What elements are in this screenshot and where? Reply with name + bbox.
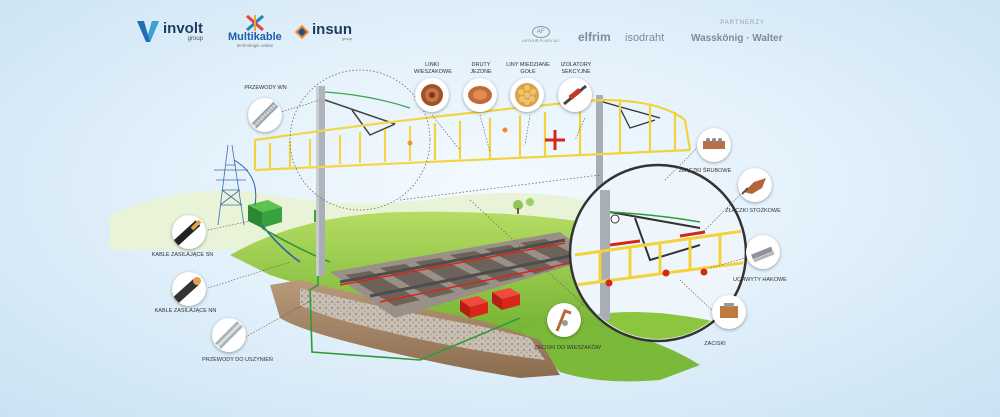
insulator-icon bbox=[563, 84, 587, 106]
label-izolatory: IZOLATORY SEKCYJNE bbox=[560, 62, 592, 75]
insun-name: insun bbox=[312, 21, 352, 38]
clamps-thumb[interactable] bbox=[712, 295, 746, 329]
multikable-sub: technologie online bbox=[236, 43, 274, 48]
rail-right-cable bbox=[379, 257, 596, 303]
rail-left bbox=[339, 238, 566, 284]
bolted-connector-icon bbox=[703, 138, 725, 149]
catenary-system bbox=[253, 98, 692, 172]
label-kable-nn: KABLE ZASILAJĄCE NN bbox=[154, 308, 217, 314]
conical-connectors-thumb[interactable] bbox=[738, 168, 772, 202]
insun-mark-icon bbox=[295, 24, 309, 39]
electricity-pylon bbox=[214, 144, 248, 226]
partners-label: PARTNERZY bbox=[720, 20, 765, 26]
mast-right bbox=[596, 95, 603, 230]
section-insulator-marker bbox=[545, 130, 565, 150]
contact-wires-thumb[interactable] bbox=[463, 78, 497, 112]
rail-right bbox=[369, 250, 591, 298]
involt-sub: group bbox=[187, 35, 203, 42]
arthur-flury-icon: AF bbox=[531, 26, 550, 38]
hanger-clamps-thumb[interactable] bbox=[547, 303, 581, 337]
hv-line bbox=[233, 159, 257, 206]
label-uchwyty: UCHWYTY HAKOWE bbox=[733, 277, 787, 283]
label-zaciski-wieszakow: ZACISKI DO WIESZAKÓW bbox=[534, 345, 601, 351]
tree bbox=[513, 200, 523, 210]
mv-cables-thumb[interactable] bbox=[172, 215, 206, 249]
lv-cables-thumb[interactable] bbox=[172, 272, 206, 306]
label-druty-jezdne: DRUTY JEZDNE bbox=[470, 62, 492, 75]
bolted-connectors-thumb[interactable] bbox=[697, 128, 731, 162]
involt-name: involt bbox=[163, 19, 203, 37]
multikable-name: Multikable bbox=[228, 31, 282, 43]
copper-strand-icon bbox=[515, 83, 539, 107]
earthing-wire-icon bbox=[215, 321, 243, 349]
insun-logo[interactable]: insun group bbox=[295, 22, 352, 41]
label-liny-miedziane: LINY MIEDZIANE GOŁE bbox=[506, 62, 550, 75]
involt-logo[interactable]: involt group bbox=[135, 18, 203, 44]
lv-cable-icon bbox=[173, 277, 201, 303]
multikable-mark-icon bbox=[245, 14, 264, 32]
hook-holder-icon bbox=[751, 246, 775, 263]
rail-left-cable bbox=[339, 242, 566, 286]
partner-wasskonig-walter[interactable]: Wasskönig · Walter bbox=[691, 33, 783, 44]
hv-conductor-thumb[interactable] bbox=[248, 98, 282, 132]
label-linki-wieszakowe: LINKI WIESZAKOWE bbox=[414, 62, 452, 75]
section-insulators-thumb[interactable] bbox=[558, 78, 592, 112]
label-zlaczki-stozkowe: ZŁĄCZKI STOŻKOWE bbox=[725, 208, 781, 214]
grass-foreground bbox=[520, 322, 700, 382]
label-przewody-uszynien: PRZEWODY DO USZYNIEŃ bbox=[202, 357, 273, 363]
label-kable-sn: KABLE ZASILAJĄCE SN bbox=[151, 252, 214, 258]
insun-sub: group bbox=[341, 36, 352, 41]
hanger-clamp-icon bbox=[555, 309, 572, 332]
multikable-logo[interactable]: Multikable technologie online bbox=[228, 14, 282, 48]
mv-cable-icon bbox=[173, 219, 202, 246]
copper-coil-icon bbox=[421, 84, 443, 106]
clamp-icon bbox=[720, 303, 738, 318]
zoom-circle-outline bbox=[289, 69, 431, 211]
gravel-ballast bbox=[300, 288, 545, 360]
red-connection-boxes bbox=[460, 288, 520, 318]
zoom-detail bbox=[568, 163, 748, 343]
hv-conductor-icon bbox=[251, 101, 279, 129]
label-zaciski: ZACISKI bbox=[704, 341, 726, 347]
label-zlaczki-srubowe: ZŁĄCZKI ŚRUBOWE bbox=[678, 168, 732, 174]
mast-left bbox=[316, 86, 325, 276]
partner-arthur-flury[interactable]: AF ARTHUR FLURY AG bbox=[522, 26, 559, 43]
hook-holders-thumb[interactable] bbox=[746, 235, 780, 269]
hanger-wires-thumb[interactable] bbox=[415, 78, 449, 112]
partner-elfrim[interactable]: elfrim bbox=[578, 30, 611, 44]
earthing-conductor-thumb[interactable] bbox=[212, 318, 246, 352]
partner-isodraht[interactable]: isodraht bbox=[625, 32, 665, 44]
partner-arthur-flury-name: ARTHUR FLURY AG bbox=[522, 38, 560, 43]
bare-copper-ropes-thumb[interactable] bbox=[510, 78, 544, 112]
label-przewody-wn: PRZEWODY WN bbox=[244, 85, 287, 91]
feeder-wire bbox=[324, 91, 411, 109]
copper-wire-roll-icon bbox=[468, 86, 492, 104]
conical-connector-icon bbox=[741, 178, 766, 195]
cantilever-arm bbox=[324, 99, 396, 136]
involt-mark-icon bbox=[137, 21, 159, 42]
